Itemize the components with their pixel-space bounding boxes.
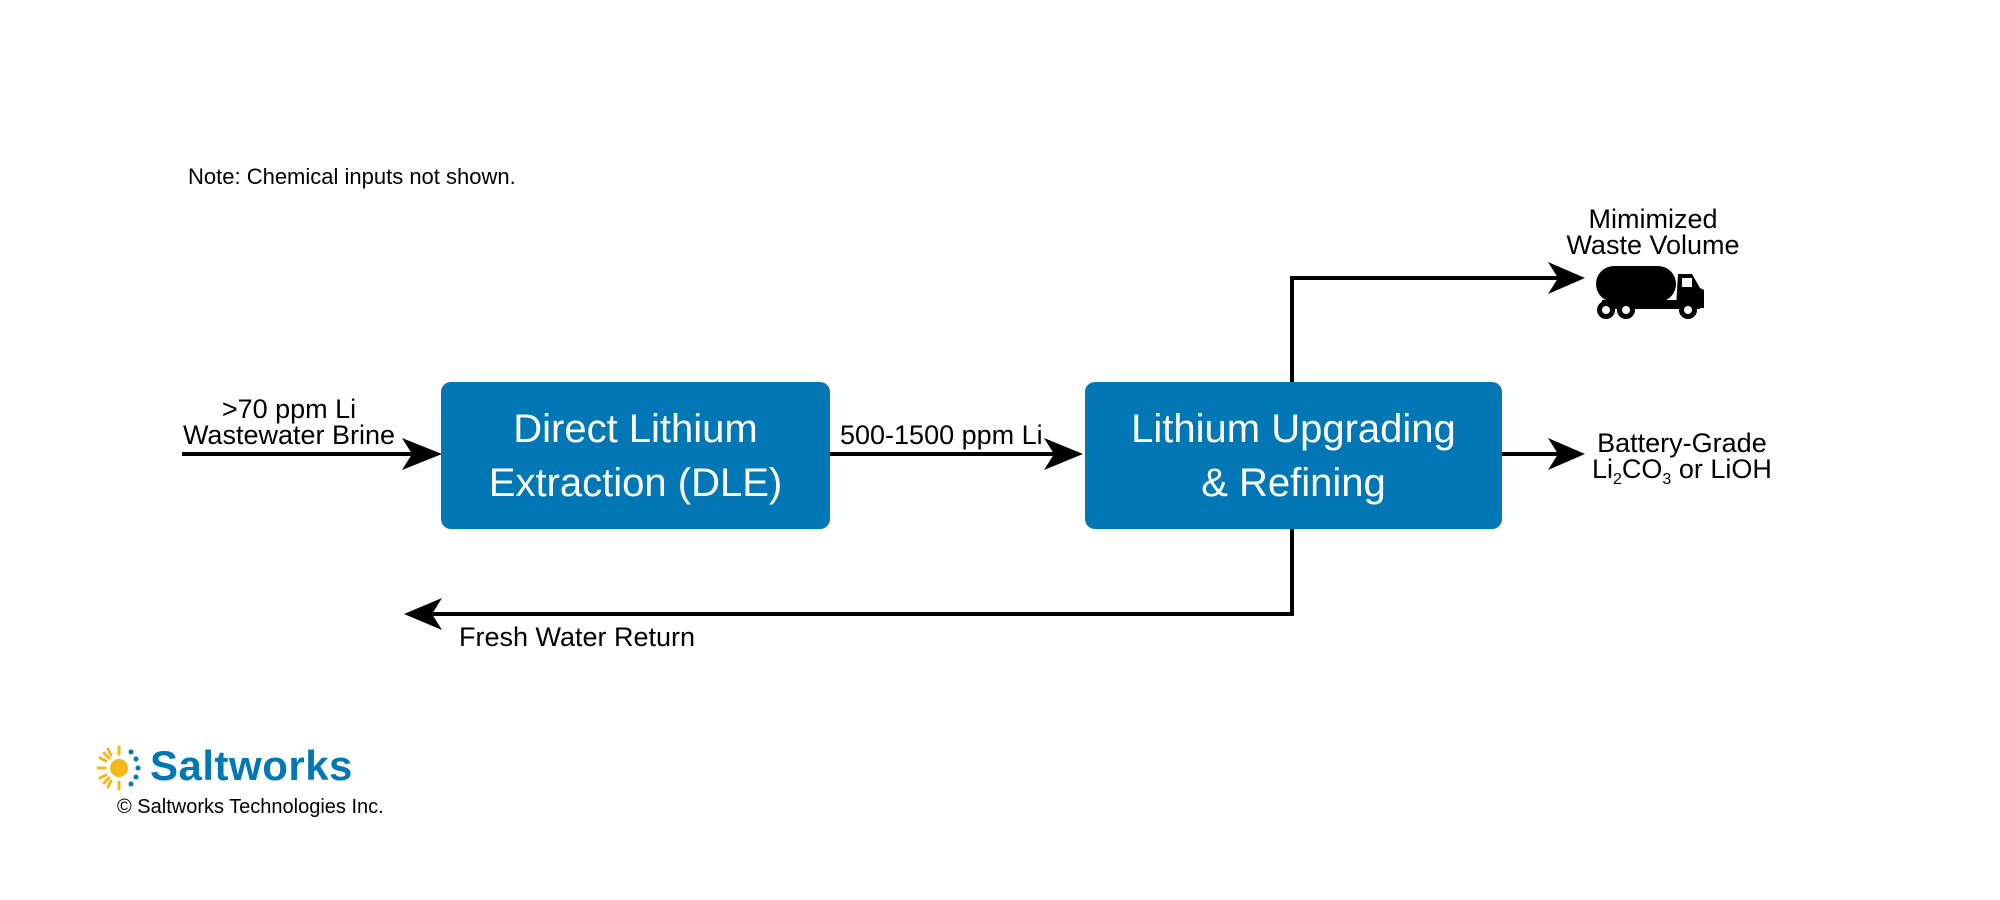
input-source: Wastewater Brine <box>182 420 396 450</box>
intermediate-label: 500-1500 ppm Li <box>840 420 1043 450</box>
tanker-truck-icon <box>1596 266 1704 319</box>
product-line1: Battery-Grade <box>1597 428 1767 458</box>
waste-line1: Mimimized <box>1588 204 1718 234</box>
product-line2: Li2CO3 or LiOH <box>1592 454 1772 488</box>
refining-title-line1: Lithium Upgrading <box>1131 406 1456 451</box>
input-arrow <box>182 438 442 470</box>
intermediate-arrow <box>829 438 1083 470</box>
input-concentration: >70 ppm Li <box>221 394 357 424</box>
waste-arrow <box>1290 262 1585 382</box>
product-rest: or LiOH <box>1671 454 1772 484</box>
dle-title-line2: Extraction (DLE) <box>488 460 783 505</box>
brand-name: Saltworks <box>150 742 353 789</box>
dle-title-line1: Direct Lithium <box>513 406 758 451</box>
note-text: Note: Chemical inputs not shown. <box>188 164 516 189</box>
copyright-text: © Saltworks Technologies Inc. <box>117 796 384 818</box>
waste-line2: Waste Volume <box>1566 230 1740 260</box>
waste-label: Mimimized Waste Volume <box>1540 204 1766 260</box>
product-co: CO <box>1621 454 1663 484</box>
product-li-subscript: 2 <box>1613 471 1622 488</box>
dle-process-box: Direct Lithium Extraction (DLE) <box>441 382 830 529</box>
product-label: Battery-Grade Li2CO3 or LiOH <box>1592 428 1772 488</box>
sun-logo-icon <box>96 745 141 791</box>
refining-process-box: Lithium Upgrading & Refining <box>1085 382 1502 529</box>
input-label: >70 ppm Li Wastewater Brine <box>178 394 400 450</box>
refining-title-line2: & Refining <box>1201 460 1386 505</box>
return-arrow <box>404 528 1294 630</box>
product-li: Li <box>1592 454 1614 484</box>
product-co-subscript: 3 <box>1662 471 1672 488</box>
return-label: Fresh Water Return <box>459 622 696 652</box>
product-arrow <box>1498 438 1585 470</box>
